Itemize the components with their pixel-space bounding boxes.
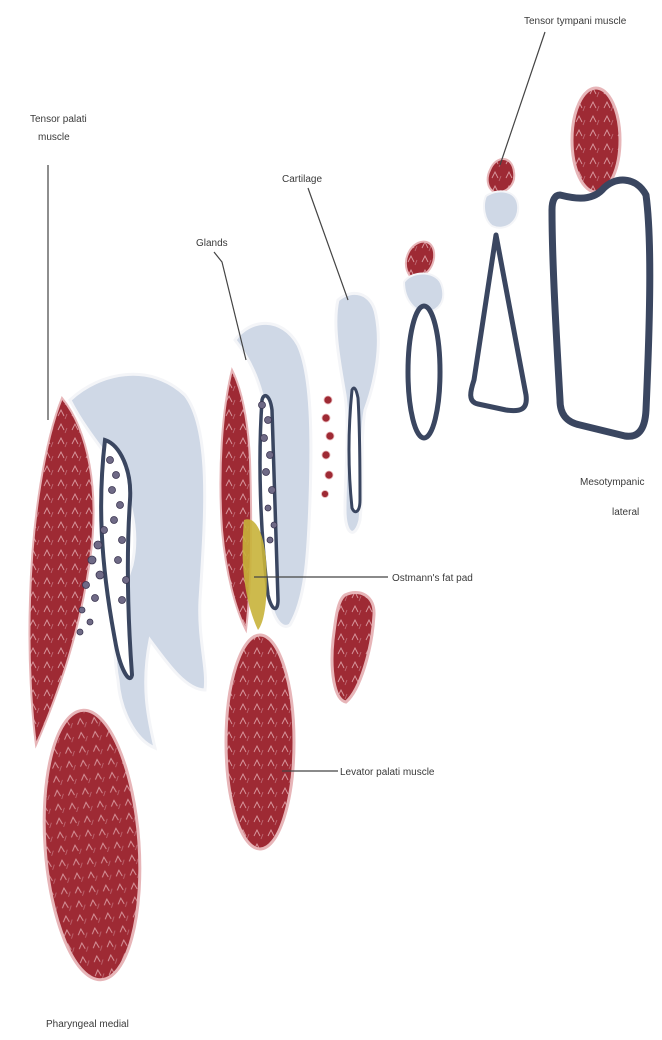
- label-tensor-palati-line1: Tensor palati: [30, 114, 87, 125]
- levator-muscle-2-shape: [226, 635, 294, 849]
- section-6-mesotympanic: [552, 88, 650, 436]
- lumen-3-shape: [349, 388, 360, 512]
- label-pharyngeal: Pharyngeal medial: [46, 1019, 129, 1030]
- glands-3-cluster: [322, 396, 335, 498]
- leader-tensor-tympani: [500, 32, 545, 165]
- label-mesotympanic-line2: lateral: [612, 507, 639, 518]
- label-tensor-palati-line2: muscle: [38, 132, 70, 143]
- section-2: [220, 323, 310, 849]
- muscle-6-shape: [572, 88, 620, 192]
- label-cartilage: Cartilage: [282, 174, 322, 185]
- muscle-4-shape: [406, 242, 434, 277]
- label-glands: Glands: [196, 238, 228, 249]
- cartilage-5-shape: [484, 191, 518, 227]
- section-5: [471, 159, 527, 411]
- label-mesotympanic-line1: Mesotympanic: [580, 477, 644, 488]
- lumen-4-shape: [408, 306, 440, 438]
- levator-muscle-1-shape: [36, 707, 149, 983]
- lumen-6-shape: [552, 180, 650, 436]
- levator-muscle-3-shape: [332, 592, 374, 702]
- section-1-pharyngeal: [29, 374, 205, 983]
- label-levator-palati: Levator palati muscle: [340, 767, 435, 778]
- tensor-palati-muscle-shape: [29, 398, 93, 745]
- lumen-5-shape: [471, 235, 527, 411]
- section-3: [322, 293, 379, 702]
- section-4: [404, 242, 443, 438]
- label-tensor-tympani: Tensor tympani muscle: [524, 16, 627, 27]
- leader-cartilage: [308, 188, 348, 300]
- label-ostmanns-fat-pad: Ostmann's fat pad: [392, 573, 473, 584]
